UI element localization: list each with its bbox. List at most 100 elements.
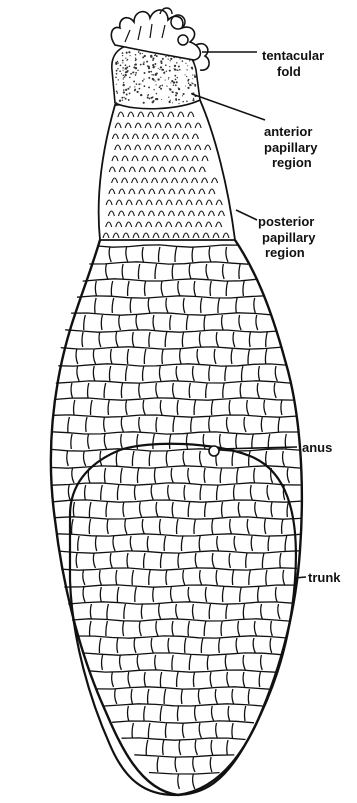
stipple-dot xyxy=(174,65,176,67)
scale-divider xyxy=(189,264,191,279)
stipple-dot xyxy=(191,82,192,83)
stipple-dot xyxy=(120,65,122,67)
scale-divider xyxy=(121,434,123,449)
scale-divider xyxy=(159,366,160,381)
scale-divider xyxy=(239,264,240,279)
stipple-dot xyxy=(136,84,137,85)
stipple-dot xyxy=(149,98,151,100)
stipple-dot xyxy=(125,98,127,100)
scale-divider xyxy=(223,383,224,398)
scale-divider xyxy=(265,349,266,364)
stipple-dot xyxy=(144,55,146,57)
scale-divider xyxy=(144,349,146,364)
scale-divider xyxy=(180,349,181,364)
stipple-dot xyxy=(170,100,171,101)
stipple-dot xyxy=(123,77,124,78)
scale-divider xyxy=(156,417,157,432)
stipple-dot xyxy=(178,88,180,90)
scale-divider xyxy=(72,468,74,483)
stipple-dot xyxy=(169,88,171,90)
scale-divider xyxy=(254,298,255,313)
scale-row-line xyxy=(54,398,293,400)
stipple-dot xyxy=(134,86,135,87)
scale-divider xyxy=(161,281,163,296)
stipple-dot xyxy=(159,69,160,70)
scale-divider xyxy=(71,434,72,449)
stipple-dot xyxy=(129,55,130,56)
scale-divider xyxy=(226,281,228,296)
stipple-dot xyxy=(116,90,118,92)
scale-divider xyxy=(278,417,279,432)
scale-divider xyxy=(68,417,70,432)
scale-divider xyxy=(88,383,89,398)
scale-divider xyxy=(206,383,208,398)
scale-divider xyxy=(139,417,141,432)
scale-divider xyxy=(247,400,249,415)
scale-divider xyxy=(201,298,202,313)
scale-divider xyxy=(142,247,143,262)
scale-divider xyxy=(281,400,282,415)
stipple-dot xyxy=(117,61,118,62)
scale-divider xyxy=(121,383,122,398)
scale-divider xyxy=(236,298,237,313)
stipple-dot xyxy=(155,81,156,82)
stipple-dot xyxy=(147,96,149,98)
scale-divider xyxy=(268,434,270,449)
stipple-dot xyxy=(135,54,137,56)
stipple-dot xyxy=(133,80,135,82)
scale-divider xyxy=(233,332,235,347)
stipple-dot xyxy=(156,84,157,85)
stipple-dot xyxy=(148,67,150,69)
scale-divider xyxy=(178,281,180,296)
stipple-dot xyxy=(179,58,180,59)
scale-divider xyxy=(223,264,225,279)
scale-divider xyxy=(76,349,78,364)
scale-divider xyxy=(88,434,90,449)
scale-divider xyxy=(121,417,123,432)
stipple-dot xyxy=(129,65,131,67)
scale-divider xyxy=(139,383,140,398)
stipple-dot xyxy=(177,77,178,78)
label-fold: fold xyxy=(277,64,301,79)
stipple-dot xyxy=(121,73,122,74)
scale-divider xyxy=(252,434,253,449)
scale-divider xyxy=(138,264,139,279)
scale-divider xyxy=(209,366,210,381)
stipple-dot xyxy=(117,62,118,63)
stipple-dot xyxy=(182,95,183,96)
scale-divider xyxy=(172,264,173,279)
stipple-dot xyxy=(185,74,186,75)
scale-divider xyxy=(204,315,205,330)
scale-divider xyxy=(84,315,86,330)
scale-divider xyxy=(104,417,105,432)
stipple-dot xyxy=(185,85,186,86)
stipple-dot xyxy=(134,89,136,91)
posterior-papillary-region xyxy=(99,100,235,240)
stipple-dot xyxy=(128,51,130,53)
anus-marker xyxy=(209,446,219,456)
scale-divider xyxy=(187,315,189,330)
stipple-dot xyxy=(186,69,187,70)
stipple-dot xyxy=(175,98,177,100)
stipple-dot xyxy=(194,76,196,78)
stipple-dot xyxy=(133,72,134,73)
stipple-dot xyxy=(152,59,154,61)
stipple-dot xyxy=(161,99,162,100)
stipple-dot xyxy=(176,92,178,94)
scale-divider xyxy=(226,247,228,262)
stipple-dot xyxy=(175,79,177,81)
stipple-dot xyxy=(123,84,125,86)
stipple-dot xyxy=(140,94,142,96)
stipple-dot xyxy=(129,86,130,87)
stipple-dot xyxy=(168,101,170,103)
stipple-dot xyxy=(128,99,130,101)
stipple-dot xyxy=(123,89,124,90)
scale-divider xyxy=(126,247,128,262)
scale-divider xyxy=(175,247,177,262)
stipple-dot xyxy=(146,61,148,63)
scale-row-line xyxy=(89,262,248,264)
stipple-dot xyxy=(171,80,173,82)
scale-divider xyxy=(126,400,127,415)
stipple-dot xyxy=(154,63,156,65)
stipple-dot xyxy=(125,67,127,69)
